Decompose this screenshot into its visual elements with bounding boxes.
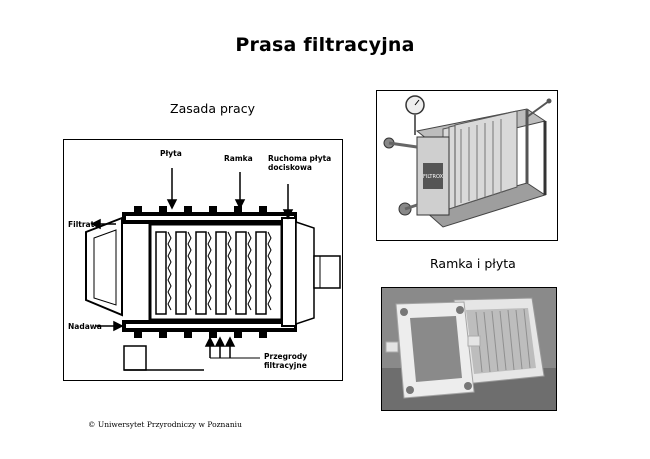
filter-press-schematic	[85, 168, 341, 371]
filter-press-illustration: FILTROX	[377, 91, 557, 240]
copyright-notice: © Uniwersytet Przyrodniczy w Poznaniu	[88, 420, 242, 429]
label-filtrate: Filtrat	[68, 220, 95, 229]
subtitle-operating-principle: Zasada pracy	[170, 101, 255, 116]
label-movable-plate: Ruchoma płyta dociskowa	[268, 154, 332, 172]
photo-filter-press: FILTROX	[376, 90, 558, 241]
page-title: Prasa filtracyjna	[235, 34, 415, 56]
frame-plate-illustration	[382, 288, 556, 410]
filter-press-diagram: Płyta Ramka Ruchoma płyta dociskowa Filt…	[63, 139, 343, 381]
label-filter-cloths: Przegrody filtracyjne	[264, 352, 308, 370]
brand-label: FILTROX	[423, 174, 444, 180]
movable-pressure-plate	[281, 217, 297, 327]
filter-plates	[155, 231, 267, 315]
label-feed: Nadawa	[68, 322, 102, 331]
filter-cloths	[167, 231, 272, 311]
pressure-screw-housing	[313, 255, 341, 289]
fixed-end-cap	[85, 216, 123, 317]
label-frame: Ramka	[224, 154, 253, 163]
photo-frame-and-plate	[381, 287, 557, 411]
subtitle-frame-and-plate: Ramka i płyta	[430, 256, 516, 271]
label-plate: Płyta	[160, 149, 182, 158]
